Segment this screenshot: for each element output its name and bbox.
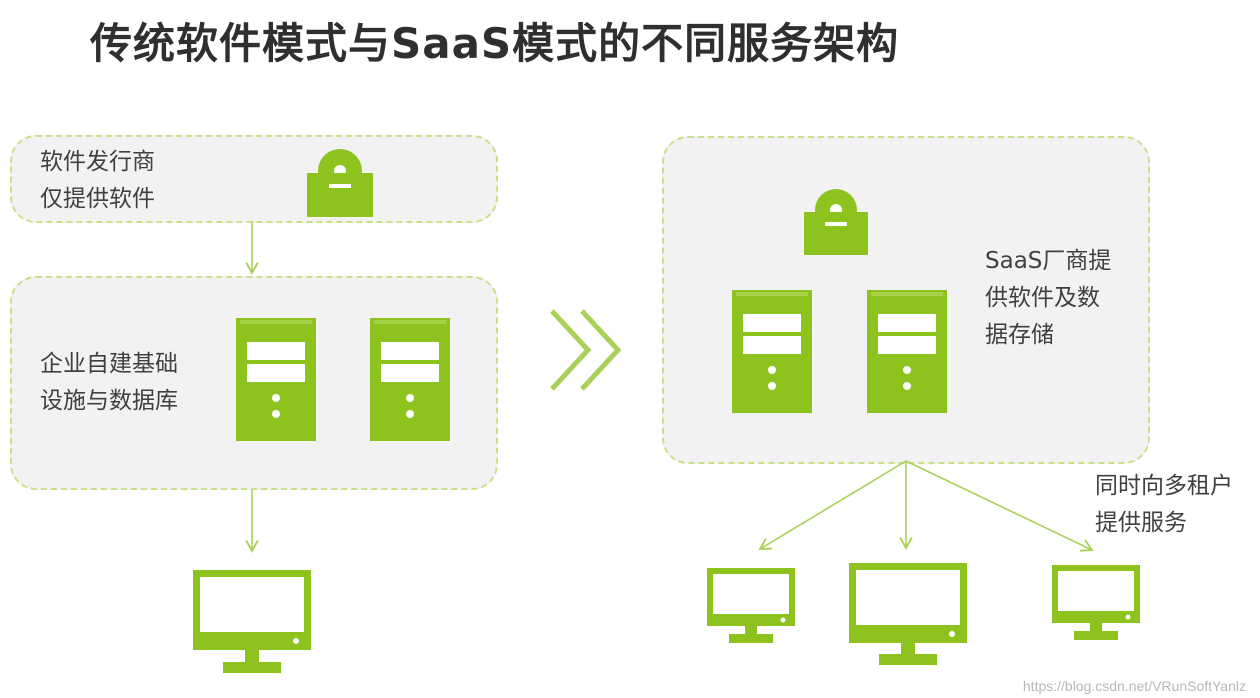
saas-label: SaaS厂商提 供软件及数 据存储	[985, 243, 1111, 354]
infra-label-line: 设施与数据库	[40, 388, 178, 414]
server-icon	[867, 290, 947, 413]
arrow-saas-to-tenant-right	[905, 460, 1094, 552]
monitor-icon	[193, 570, 311, 673]
infra-label-line: 企业自建基础	[40, 351, 178, 377]
software-disc-icon	[307, 149, 373, 217]
watermark: https://blog.csdn.net/VRunSoftYanlz	[1022, 678, 1246, 694]
saas-label-line: 据存储	[985, 322, 1054, 348]
saas-label-line: 供软件及数	[985, 285, 1100, 311]
tenant-label: 同时向多租户 提供服务	[1095, 468, 1233, 542]
monitor-icon	[849, 563, 967, 665]
server-icon	[370, 318, 450, 441]
monitor-icon	[1052, 565, 1140, 640]
server-icon	[236, 318, 316, 441]
tenant-label-line: 提供服务	[1095, 510, 1187, 536]
monitor-icon	[707, 568, 795, 643]
vendor-label-line: 软件发行商	[40, 149, 155, 175]
vendor-label: 软件发行商 仅提供软件	[40, 144, 155, 218]
infra-label: 企业自建基础 设施与数据库	[40, 346, 178, 420]
double-chevron-icon	[550, 309, 622, 391]
vendor-label-line: 仅提供软件	[40, 186, 155, 212]
arrow-saas-to-tenant-left	[758, 460, 907, 550]
tenant-label-line: 同时向多租户	[1095, 473, 1233, 499]
vendor-box	[10, 135, 498, 223]
saas-label-line: SaaS厂商提	[985, 248, 1112, 274]
server-icon	[732, 290, 812, 413]
page-title: 传统软件模式与SaaS模式的不同服务架构	[90, 19, 900, 68]
software-disc-icon	[804, 189, 868, 255]
